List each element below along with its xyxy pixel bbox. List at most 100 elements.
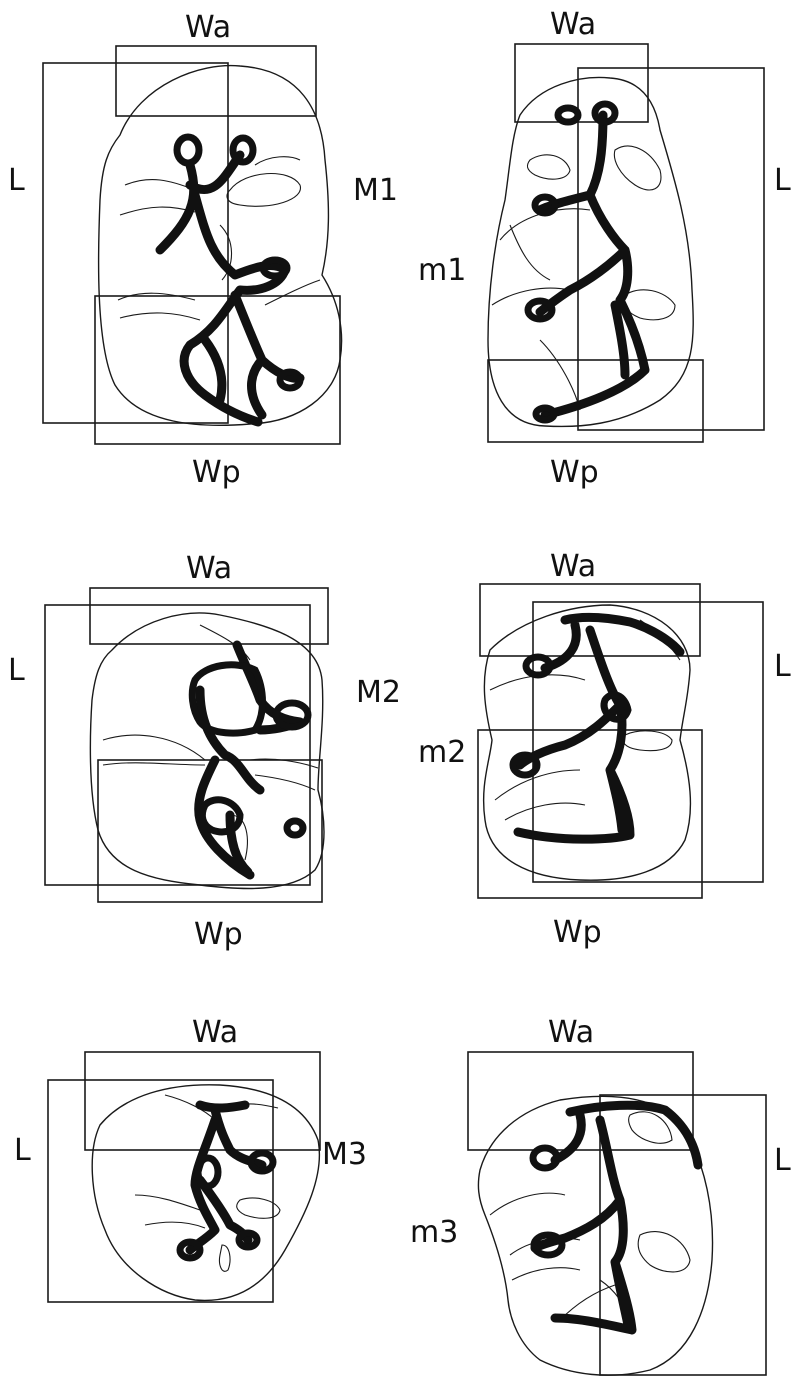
tooth-name-label: M1 xyxy=(353,173,398,208)
cusp-outline xyxy=(637,1231,691,1273)
groove-line xyxy=(124,179,196,191)
tooth-name-label: M3 xyxy=(322,1137,367,1172)
cusp-loop xyxy=(529,1144,561,1172)
groove-line xyxy=(509,224,551,281)
cusp-loop xyxy=(188,661,266,737)
groove-line xyxy=(134,1194,201,1211)
tooth-outline xyxy=(477,1095,714,1376)
groove-line xyxy=(254,156,301,166)
cusp-loop xyxy=(229,134,257,166)
wa-box xyxy=(467,1051,694,1151)
wa-box xyxy=(115,45,317,117)
groove-line xyxy=(102,762,206,766)
cusp-loop xyxy=(600,691,632,723)
wp-label: Wp xyxy=(194,917,243,952)
wp-box xyxy=(477,729,703,899)
cusp-loop xyxy=(235,1229,261,1251)
groove-line xyxy=(254,774,316,791)
cusp-outline xyxy=(622,730,673,752)
panel-M1: Wa Wp L M1 xyxy=(8,10,398,490)
groove-line xyxy=(249,758,319,769)
crest-ridge xyxy=(513,612,685,844)
tooth-outline xyxy=(482,604,692,881)
panel-m2: Wa Wp L m2 xyxy=(418,549,791,950)
wa-label: Wa xyxy=(550,549,596,584)
tooth-outline xyxy=(89,612,325,890)
l-box xyxy=(599,1094,767,1376)
cusp-outline xyxy=(613,145,662,191)
cusp-loop xyxy=(194,1154,222,1190)
l-label: L xyxy=(774,649,791,684)
l-label: L xyxy=(8,163,25,198)
cusp-loop xyxy=(276,368,304,392)
cusp-loop xyxy=(530,1231,566,1259)
cusp-loop xyxy=(509,751,541,779)
cusp-outline xyxy=(219,224,233,281)
cusp-outline xyxy=(628,1111,673,1144)
l-box xyxy=(47,1079,274,1303)
tooth-name-label: m1 xyxy=(418,253,466,288)
groove-line xyxy=(264,279,321,306)
l-label: L xyxy=(14,1133,31,1168)
cusp-loop xyxy=(591,100,619,126)
wp-label: Wp xyxy=(550,455,599,490)
groove-line xyxy=(199,624,251,661)
groove-line xyxy=(144,1221,206,1229)
wp-box xyxy=(94,295,341,445)
tooth-outline xyxy=(97,64,343,426)
groove-line xyxy=(491,287,571,306)
groove-line xyxy=(494,769,581,801)
crest-ridge xyxy=(530,1100,703,1335)
wa-label: Wa xyxy=(550,7,596,42)
cusp-loop xyxy=(198,796,244,836)
cusp-outline xyxy=(226,173,301,207)
l-box xyxy=(532,601,764,883)
wp-label: Wp xyxy=(192,455,241,490)
tooth-name-label: m2 xyxy=(418,735,466,770)
groove-line xyxy=(489,1192,566,1216)
tooth-name-label: m3 xyxy=(410,1215,458,1250)
groove-line xyxy=(102,734,206,761)
wa-label: Wa xyxy=(192,1015,238,1050)
groove-line xyxy=(504,802,586,821)
l-box xyxy=(44,604,311,886)
cusp-loop xyxy=(247,1149,277,1175)
cusp-outline xyxy=(236,1197,281,1219)
wa-box xyxy=(479,583,701,657)
groove-line xyxy=(539,339,581,411)
cusp-loop xyxy=(532,404,558,424)
cusp-loop xyxy=(283,817,307,839)
groove-line xyxy=(119,312,201,321)
groove-line xyxy=(117,292,196,301)
cusp-loop xyxy=(554,104,582,126)
panel-m1: Wa Wp L m1 xyxy=(418,7,791,490)
wa-label: Wa xyxy=(548,1015,594,1050)
tooth-name-label: M2 xyxy=(356,675,401,710)
cusp-loop xyxy=(173,133,203,167)
groove-line xyxy=(511,1267,581,1281)
l-label: L xyxy=(774,163,791,198)
cusp-loop xyxy=(524,297,556,323)
tooth-outline xyxy=(91,1084,321,1302)
crest-ridge xyxy=(185,1100,267,1255)
cusp-outline xyxy=(218,1244,231,1272)
cusp-loop xyxy=(531,193,559,217)
cusp-loop xyxy=(272,699,312,731)
cusp-loop xyxy=(259,256,291,280)
l-box xyxy=(577,67,765,431)
wa-box xyxy=(89,587,329,645)
l-label: L xyxy=(774,1143,791,1178)
panel-m3: Wa L m3 xyxy=(410,1015,791,1376)
wp-box xyxy=(487,359,704,443)
panel-M2: Wa Wp L M2 xyxy=(8,551,401,952)
wa-label: Wa xyxy=(185,10,231,45)
tooth-outline xyxy=(487,76,694,428)
cusp-loop xyxy=(522,653,554,679)
wa-box xyxy=(514,43,649,123)
wp-label: Wp xyxy=(553,915,602,950)
cusp-outline xyxy=(526,154,571,180)
cusp-loop xyxy=(176,1238,204,1262)
crest-ridge xyxy=(535,110,650,420)
crest-ridge xyxy=(155,150,305,427)
